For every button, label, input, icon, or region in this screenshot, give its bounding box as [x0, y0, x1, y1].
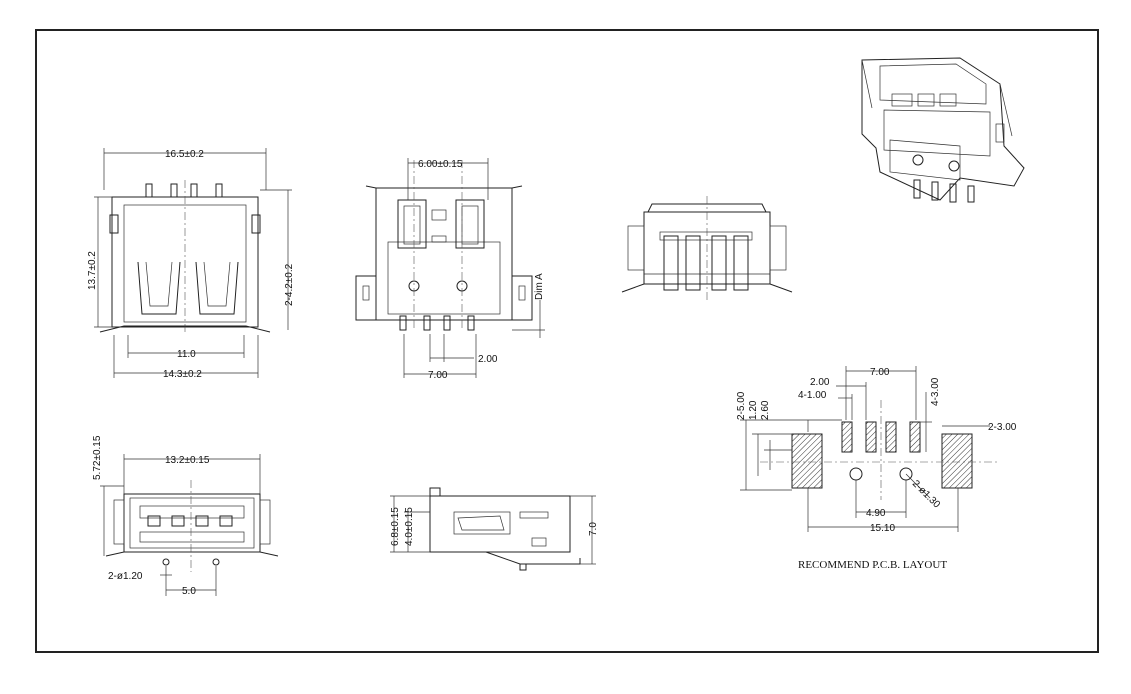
pcb-dim-490: 4.90	[866, 508, 886, 519]
bottom-view	[100, 454, 279, 596]
side-view	[390, 487, 596, 571]
pcb-dim-2x500: 2-5.00	[736, 391, 747, 420]
front-view	[355, 158, 545, 378]
dim-side-h1: 6.8±0.15	[390, 507, 401, 546]
dim-front-pin-pitch: 6.00±0.15	[418, 159, 463, 170]
dim-top-base: 14.3±0.2	[163, 369, 202, 380]
pcb-dim-4x100: 4-1.00	[798, 390, 827, 401]
pcb-layout	[740, 366, 1000, 532]
dim-front-span: 7.00	[428, 370, 448, 381]
top-view	[94, 148, 292, 378]
iso-view	[861, 57, 1025, 203]
pcb-layout-caption: RECOMMEND P.C.B. LAYOUT	[798, 559, 947, 571]
pcb-dim-4x300: 4-3.00	[930, 377, 941, 406]
dim-top-height: 13.7±0.2	[87, 251, 98, 290]
sheet-border	[35, 29, 1099, 653]
pcb-dim-1510: 15.10	[870, 523, 895, 534]
pcb-dim-holes: 2-ø1.30	[910, 478, 942, 510]
dim-side-h3: 7.0	[588, 522, 599, 536]
pcb-dim-2x300: 2-3.00	[988, 422, 1017, 433]
pcb-hole-left	[849, 467, 863, 481]
pcb-pad-1	[841, 421, 853, 453]
pcb-dim-260: 2.60	[760, 400, 771, 420]
dim-bottom-width: 13.2±0.15	[165, 455, 210, 466]
pcb-dim-200: 2.00	[810, 377, 830, 388]
pcb-pad-left	[791, 433, 823, 489]
pcb-pad-right	[941, 433, 973, 489]
pcb-dim-700: 7.00	[870, 367, 890, 378]
pcb-pad-3	[885, 421, 897, 453]
dim-front-dim-a: Dim A	[534, 273, 545, 300]
pcb-pad-2	[865, 421, 877, 453]
dim-front-pad: 2.00	[478, 354, 498, 365]
dim-bottom-hole-pitch: 5.0	[182, 586, 196, 597]
pcb-pad-4	[909, 421, 921, 453]
dim-bottom-height: 5.72±0.15	[92, 435, 103, 480]
rear-view	[621, 196, 793, 300]
dim-top-inner: 11.0	[177, 349, 196, 360]
dim-side-h2: 4.0±0.15	[404, 507, 415, 546]
dim-top-width: 16.5±0.2	[165, 149, 204, 160]
dim-bottom-holes: 2-ø1.20	[108, 571, 143, 582]
dim-top-slot-pitch: 2-4.2±0.2	[284, 263, 295, 306]
pcb-dim-120: 1.20	[748, 400, 759, 420]
